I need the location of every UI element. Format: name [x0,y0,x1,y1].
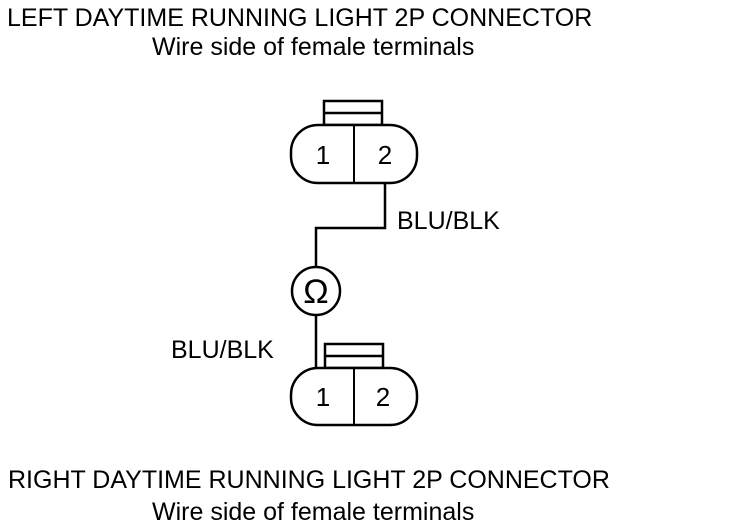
top-terminal-1-label: 1 [316,140,330,170]
bottom-connector-subtitle: Wire side of female terminals [152,498,475,526]
bottom-connector: 1 2 [289,342,419,427]
ohmmeter: Ω [290,265,342,317]
bottom-terminal-2-label: 2 [376,382,390,412]
top-connector: 1 2 [289,99,419,185]
top-terminal-2-label: 2 [378,140,392,170]
ohm-symbol: Ω [303,273,328,311]
top-wire-color-label: BLU/BLK [397,207,500,235]
bottom-terminal-1-label: 1 [316,382,330,412]
top-wire [314,183,387,268]
top-connector-title: LEFT DAYTIME RUNNING LIGHT 2P CONNECTOR [7,4,593,32]
top-connector-subtitle: Wire side of female terminals [152,33,475,61]
bottom-connector-title: RIGHT DAYTIME RUNNING LIGHT 2P CONNECTOR [8,466,610,494]
bottom-wire-color-label: BLU/BLK [171,336,274,364]
